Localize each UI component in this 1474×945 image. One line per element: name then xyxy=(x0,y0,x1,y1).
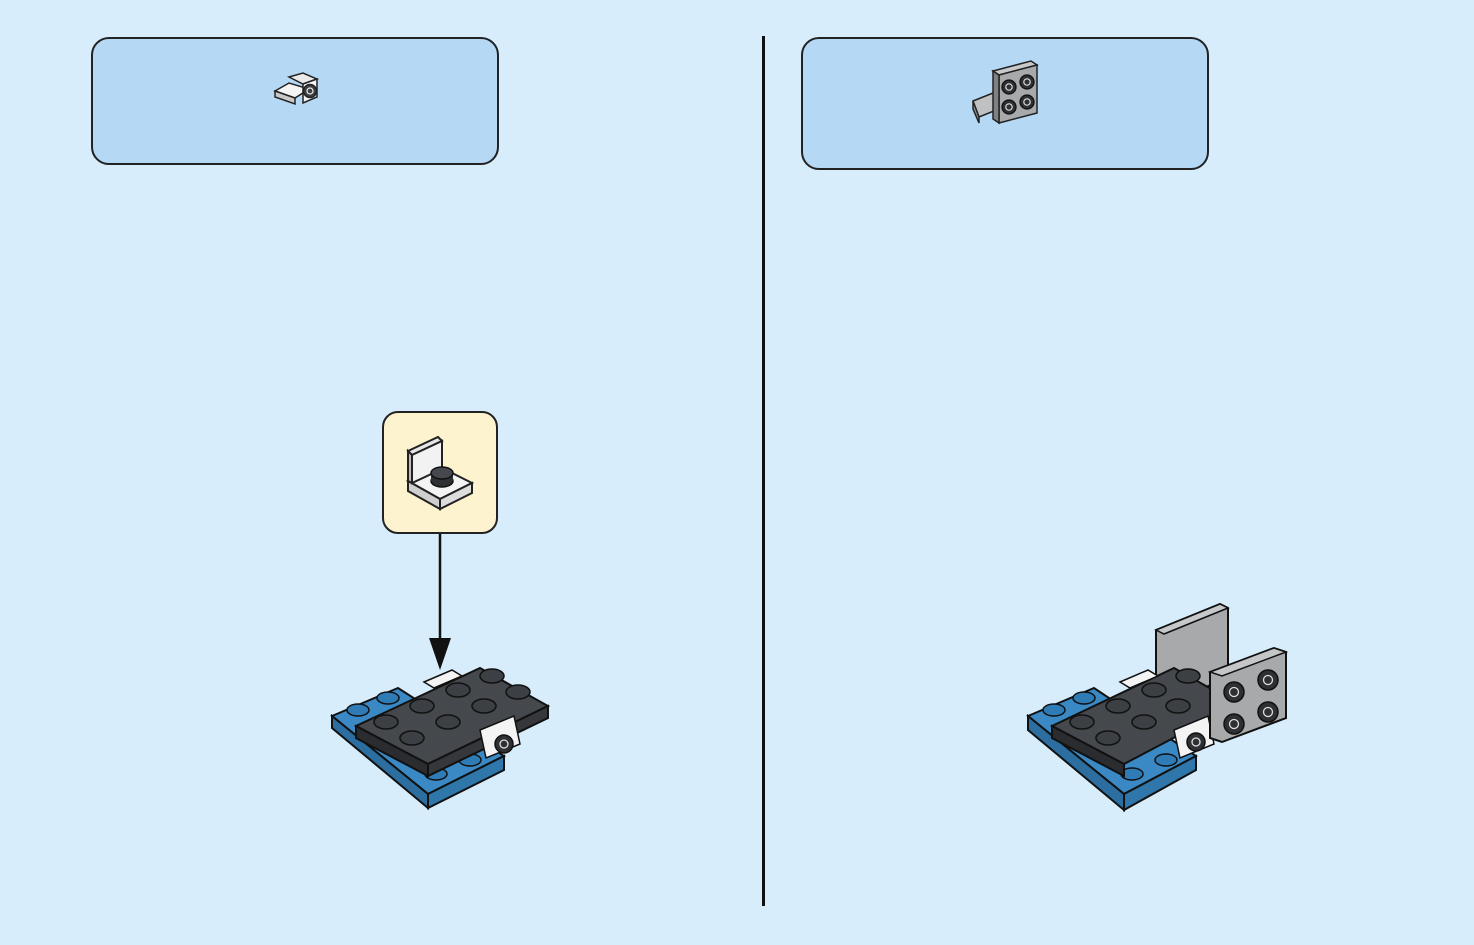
white-bracket-callout-icon xyxy=(402,433,480,513)
white-bracket-part-icon xyxy=(273,71,323,113)
step-1-callout-box xyxy=(382,411,498,534)
grey-bracket-part-icon xyxy=(971,57,1043,131)
step-1-parts-box xyxy=(91,37,499,165)
placement-arrow xyxy=(425,534,455,674)
step-1-assembly xyxy=(328,660,554,816)
step-2-assembly xyxy=(1024,600,1290,816)
step-divider xyxy=(762,36,765,906)
step-2-parts-box xyxy=(801,37,1209,170)
